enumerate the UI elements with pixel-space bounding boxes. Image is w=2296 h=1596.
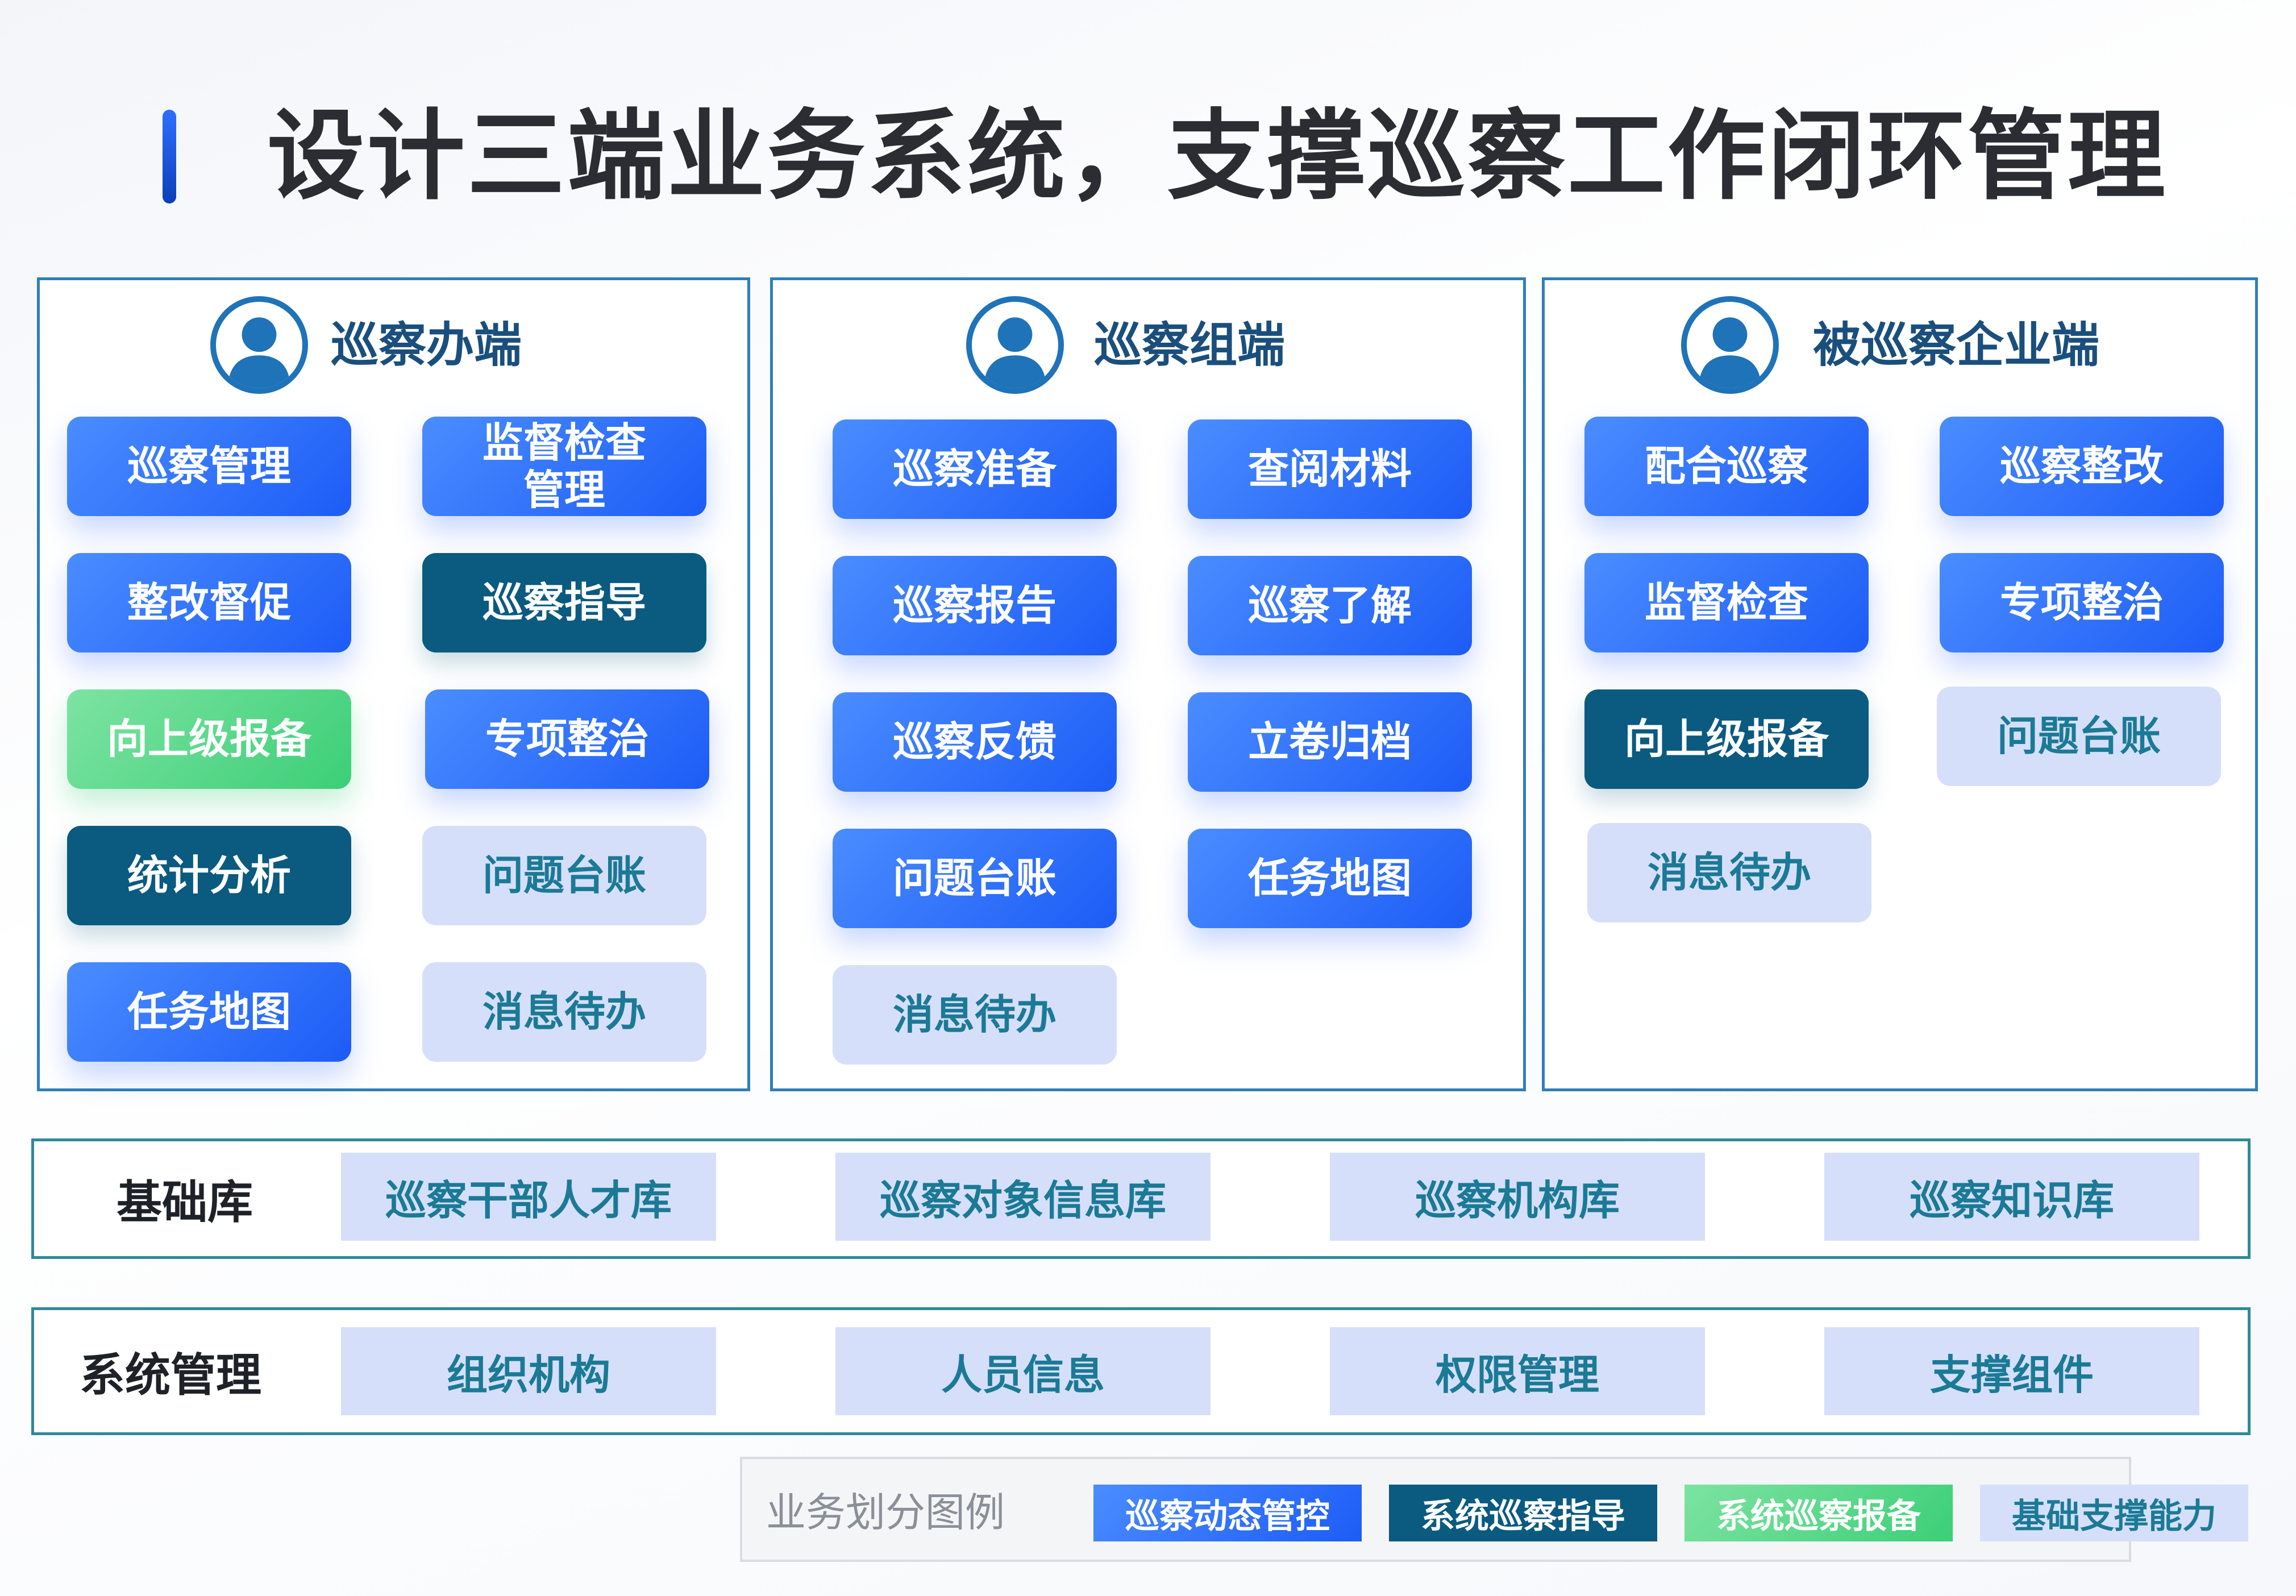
- foundation-library-row: 基础库 巡察干部人才库 巡察对象信息库 巡察机构库 巡察知识库: [31, 1138, 2251, 1259]
- panel-header: 被巡察企业端: [1545, 296, 2255, 396]
- system-item[interactable]: 组织机构: [341, 1327, 716, 1415]
- btn-supervision-check[interactable]: 监督检查: [1584, 553, 1869, 652]
- title-accent-bar: [163, 110, 176, 203]
- library-item[interactable]: 巡察知识库: [1824, 1153, 2199, 1241]
- btn-messages-todo[interactable]: 消息待办: [833, 965, 1117, 1065]
- system-item[interactable]: 权限管理: [1330, 1327, 1705, 1415]
- panel-inspection-office: 巡察办端 巡察管理 监督检查 管理 整改督促 巡察指导 向上级报备 专项整治 统…: [37, 277, 750, 1091]
- panel-title: 巡察办端: [331, 317, 522, 373]
- btn-messages-todo[interactable]: 消息待办: [1587, 823, 1871, 922]
- btn-inspection-preparation[interactable]: 巡察准备: [833, 419, 1117, 519]
- legend-item-foundation-support: 基础支撑能力: [1980, 1485, 2248, 1541]
- btn-special-rectification[interactable]: 专项整治: [1940, 553, 2224, 652]
- panel-title: 巡察组端: [1094, 317, 1286, 373]
- user-avatar-icon: [966, 296, 1064, 394]
- panel-header: 巡察组端: [773, 296, 1523, 396]
- btn-inspection-guidance[interactable]: 巡察指导: [422, 553, 706, 652]
- panel-header: 巡察办端: [40, 296, 747, 396]
- btn-statistical-analysis[interactable]: 统计分析: [67, 826, 351, 925]
- btn-inspection-rectification[interactable]: 巡察整改: [1940, 417, 2224, 516]
- page-title: 设计三端业务系统，支撑巡察工作闭环管理: [267, 99, 2168, 213]
- library-item[interactable]: 巡察机构库: [1330, 1153, 1705, 1241]
- btn-messages-todo[interactable]: 消息待办: [422, 962, 706, 1062]
- btn-special-rectification[interactable]: 专项整治: [425, 689, 709, 789]
- legend-item-dynamic-control: 巡察动态管控: [1093, 1485, 1362, 1541]
- legend-label: 业务划分图例: [766, 1489, 1005, 1536]
- user-avatar-icon: [1681, 296, 1779, 394]
- system-item[interactable]: 支撑组件: [1824, 1327, 2199, 1415]
- row-label: 基础库: [117, 1176, 253, 1229]
- legend-item-system-report: 系统巡察报备: [1684, 1485, 1953, 1541]
- library-item[interactable]: 巡察干部人才库: [341, 1153, 716, 1241]
- btn-inspection-report[interactable]: 巡察报告: [833, 556, 1117, 655]
- btn-inspection-feedback[interactable]: 巡察反馈: [833, 692, 1117, 792]
- btn-inspection-understanding[interactable]: 巡察了解: [1188, 556, 1472, 655]
- row-label: 系统管理: [80, 1348, 261, 1402]
- btn-issue-ledger[interactable]: 问题台账: [833, 829, 1117, 928]
- btn-issue-ledger[interactable]: 问题台账: [422, 826, 706, 925]
- btn-supervision-check-management[interactable]: 监督检查 管理: [422, 417, 706, 516]
- library-item[interactable]: 巡察对象信息库: [835, 1153, 1211, 1241]
- panel-inspected-enterprise: 被巡察企业端 配合巡察 巡察整改 监督检查 专项整治 向上级报备 问题台账 消息…: [1542, 277, 2258, 1091]
- panel-title: 被巡察企业端: [1813, 317, 2100, 373]
- btn-task-map[interactable]: 任务地图: [1188, 829, 1472, 928]
- btn-rectification-supervision[interactable]: 整改督促: [67, 553, 351, 652]
- btn-cooperate-inspection[interactable]: 配合巡察: [1584, 417, 1869, 516]
- panel-inspection-team: 巡察组端 巡察准备 查阅材料 巡察报告 巡察了解 巡察反馈 立卷归档 问题台账 …: [770, 277, 1526, 1091]
- btn-inspection-management[interactable]: 巡察管理: [67, 417, 351, 516]
- user-avatar-icon: [210, 296, 308, 394]
- btn-review-materials[interactable]: 查阅材料: [1188, 419, 1472, 519]
- system-management-row: 系统管理 组织机构 人员信息 权限管理 支撑组件: [31, 1307, 2251, 1435]
- btn-task-map[interactable]: 任务地图: [67, 962, 351, 1062]
- btn-file-archiving[interactable]: 立卷归档: [1188, 692, 1472, 792]
- legend-item-system-guidance: 系统巡察指导: [1389, 1485, 1657, 1541]
- legend: 业务划分图例 巡察动态管控 系统巡察指导 系统巡察报备 基础支撑能力: [740, 1457, 2248, 1562]
- btn-issue-ledger[interactable]: 问题台账: [1937, 687, 2221, 786]
- btn-report-to-superior[interactable]: 向上级报备: [1584, 689, 1869, 789]
- system-item[interactable]: 人员信息: [835, 1327, 1211, 1415]
- btn-report-to-superior[interactable]: 向上级报备: [67, 689, 351, 789]
